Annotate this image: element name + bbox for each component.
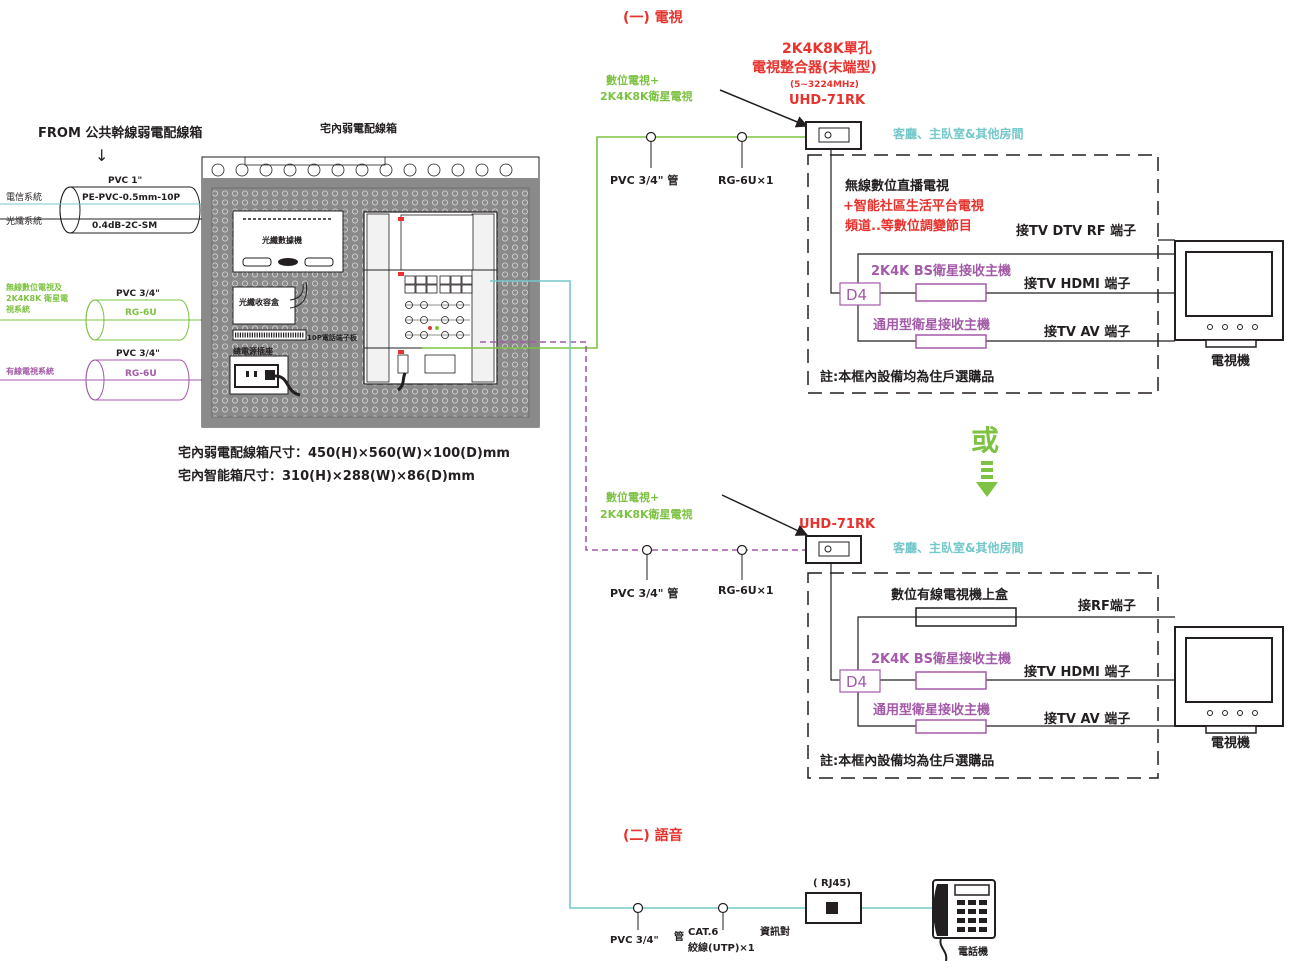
tv1-conduit-marker — [645, 131, 657, 168]
box-size-2: 宅內智能箱尺寸：310(H)×288(W)×86(D)mm — [178, 468, 475, 484]
voice-cat6-marker — [717, 902, 729, 930]
cable-cable-tv — [0, 359, 360, 401]
tv1-tv-label: 電視機 — [1211, 353, 1250, 369]
tv1-mixer-line1: 2K4K8K單孔 — [782, 41, 872, 57]
tv1-desc1: 無線數位直播電視 — [845, 178, 949, 194]
tv2-bs-receiver-device — [915, 671, 987, 690]
cable2-type: RG-6U — [125, 308, 157, 318]
section-voice-title: (二) 語音 — [623, 827, 683, 844]
tv1-mixer-line2: 電視整合器(末端型) — [752, 59, 877, 76]
tv2-television-icon — [1174, 626, 1284, 734]
tv1-note: 註:本框內設備均為住戶選購品 — [820, 369, 994, 385]
tv1-coax-marker — [736, 131, 748, 168]
tv2-bs-receiver: 2K4K BS衛星接收主機 — [871, 651, 1011, 667]
tv1-d4: D4 — [846, 286, 867, 304]
tv2-model: UHD-71RK — [799, 517, 876, 532]
purple-line-to-tv2 — [480, 341, 806, 551]
section-tv-title: (一) 電視 — [623, 9, 683, 26]
tv2-coax-marker — [736, 544, 748, 580]
box-title: 宅內弱電配線箱 — [320, 121, 397, 135]
tv1-pvc: PVC 3/4" 管 — [610, 173, 678, 187]
tv1-port-dtv: 接TV DTV RF 端子 — [1016, 223, 1136, 239]
tv1-coax: RG-6U×1 — [718, 174, 774, 187]
rj45-outlet — [805, 892, 862, 924]
tv1-gen-receiver-device — [915, 334, 987, 349]
or-arrow-icon — [976, 461, 998, 497]
cable2-pvc: PVC 3/4" — [116, 289, 160, 299]
cable-telecom-fiber — [0, 186, 360, 234]
tv1-desc3: 頻道..等數位調變節目 — [845, 218, 972, 234]
cable2-sys-line1: 無線數位電視及 — [6, 282, 63, 292]
voice-pair: 資訊對 — [760, 925, 790, 938]
tv2-d4: D4 — [846, 673, 867, 691]
voice-utp: 絞線(UTP)×1 — [687, 941, 755, 954]
box-size-1: 宅內弱電配線箱尺寸：450(H)×560(W)×100(D)mm — [178, 445, 510, 461]
cable1-line1: PE-PVC-0.5mm-10P — [82, 193, 181, 203]
green-line-to-tv1 — [422, 136, 806, 349]
power-label: 總電源插座 — [233, 346, 273, 356]
tv1-wiring — [830, 149, 1175, 342]
cable3-pvc: PVC 3/4" — [116, 349, 160, 359]
tv2-optional-frame — [807, 572, 1159, 779]
tv1-pointer-arrow — [719, 89, 809, 128]
tv1-port-hdmi: 接TV HDMI 端子 — [1024, 276, 1130, 292]
cable1-sys1: 電信系統 — [6, 191, 42, 203]
voice-pipe: 管 — [674, 930, 684, 943]
modem-label: 光纖數據機 — [261, 235, 302, 245]
cable2-sys-line3: 視系統 — [5, 304, 30, 314]
tv1-d4-box — [839, 282, 881, 306]
tv2-signal-line1: 數位電視+ — [606, 490, 659, 504]
tv1-gen-receiver: 通用型衛星接收主機 — [873, 317, 990, 333]
tv2-note: 註:本框內設備均為住戶選購品 — [820, 753, 994, 769]
tv2-port-av: 接TV AV 端子 — [1044, 711, 1130, 727]
tv2-cable-stb: 數位有線電視機上盒 — [891, 587, 1009, 603]
telephone-icon — [932, 879, 996, 961]
tv2-tv-label: 電視機 — [1211, 735, 1250, 751]
tv2-pvc: PVC 3/4" 管 — [610, 586, 678, 600]
voice-rj45: ( RJ45) — [813, 878, 851, 889]
tv1-television-icon — [1174, 240, 1284, 348]
cable3-sys: 有線電視系統 — [6, 366, 54, 376]
tv1-room: 客廳、主臥室&其他房間 — [892, 126, 1023, 141]
cable2-sys-line2: 2K4K8K 衛星電 — [6, 293, 68, 303]
fiber-box-label: 光纖收容盒 — [238, 297, 280, 307]
down-arrow-icon: ↓ — [95, 146, 108, 165]
tv2-gen-receiver-device — [915, 719, 987, 734]
cable1-line2: 0.4dB-2C-SM — [92, 221, 157, 231]
voice-cat: CAT.6 — [688, 927, 718, 938]
from-label: FROM 公共幹線弱電配線箱 — [38, 125, 202, 141]
voice-conduit-marker — [632, 902, 644, 930]
tv1-model: UHD-71RK — [789, 93, 866, 108]
cable1-pvc: PVC 1" — [108, 176, 142, 186]
tv2-room: 客廳、主臥室&其他房間 — [892, 540, 1023, 555]
tv1-optional-frame — [807, 154, 1159, 394]
tv1-port-av: 接TV AV 端子 — [1044, 324, 1130, 340]
tv1-signal-line1: 數位電視+ — [606, 73, 659, 87]
tv1-signal-line2: 2K4K8K衛星電視 — [600, 89, 693, 103]
cable1-sys2: 光纖系統 — [6, 215, 42, 227]
tv1-desc2: +智能社區生活平台電視 — [843, 198, 984, 214]
tv1-outlet — [805, 121, 862, 150]
wiring-cabinet — [201, 156, 540, 428]
tv2-conduit-marker — [641, 544, 653, 580]
phone-label: 電話機 — [958, 945, 988, 958]
tv2-d4-box — [839, 669, 881, 693]
tv2-signal-line2: 2K4K8K衛星電視 — [600, 507, 693, 521]
tv2-port-rf: 接RF端子 — [1078, 598, 1136, 614]
tv2-pointer-arrow — [721, 494, 809, 536]
tv2-coax: RG-6U×1 — [718, 584, 774, 597]
or-label: 或 — [971, 424, 999, 457]
cyan-line-to-phone — [490, 280, 806, 909]
terminal-label: 10P電話端子板 — [307, 333, 358, 342]
tv1-mixer-range: (5~3224MHz) — [790, 80, 859, 90]
tv2-gen-receiver: 通用型衛星接收主機 — [873, 702, 990, 718]
cable3-type: RG-6U — [125, 369, 157, 379]
voice-pvc: PVC 3/4" — [610, 935, 659, 946]
tv1-bs-receiver: 2K4K BS衛星接收主機 — [871, 263, 1011, 279]
tv2-wiring — [830, 563, 1175, 727]
tv1-bs-receiver-device — [915, 283, 987, 302]
tv2-outlet — [805, 535, 862, 564]
tv2-port-hdmi: 接TV HDMI 端子 — [1024, 664, 1130, 680]
